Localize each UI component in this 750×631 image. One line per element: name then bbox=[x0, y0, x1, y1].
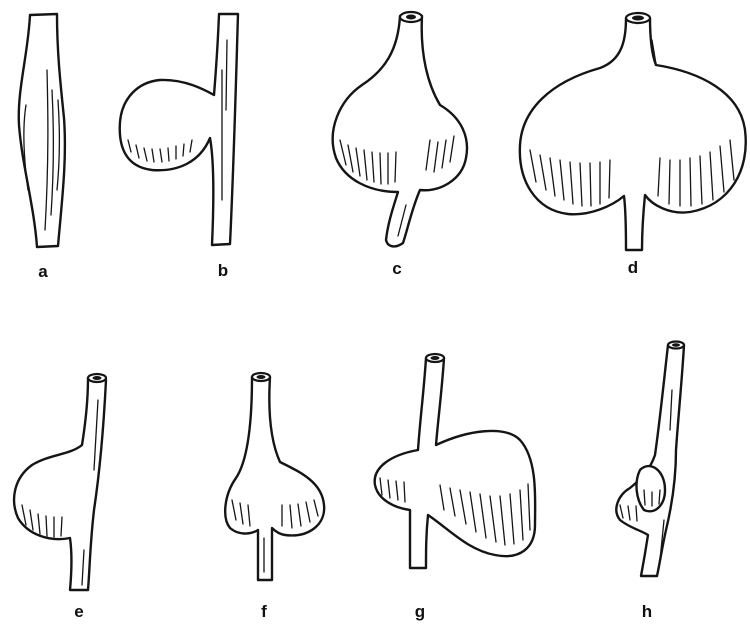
panel-label-b: b bbox=[203, 261, 243, 281]
panel-b-drawing bbox=[120, 14, 238, 245]
panel-a-drawing bbox=[19, 14, 65, 247]
panel-label-g: g bbox=[400, 602, 440, 622]
panel-h-drawing bbox=[616, 342, 684, 577]
panel-label-a: a bbox=[23, 262, 63, 282]
panel-label-h: h bbox=[627, 602, 667, 622]
panel-e-drawing bbox=[14, 374, 106, 590]
panel-label-e: e bbox=[59, 602, 99, 622]
panel-c-drawing bbox=[333, 12, 467, 246]
panel-f-drawing bbox=[225, 373, 324, 580]
panel-d-drawing bbox=[520, 13, 746, 250]
panel-label-c: c bbox=[377, 259, 417, 279]
panel-label-d: d bbox=[613, 258, 653, 278]
panel-g-drawing bbox=[375, 354, 536, 568]
panel-label-f: f bbox=[244, 602, 284, 622]
